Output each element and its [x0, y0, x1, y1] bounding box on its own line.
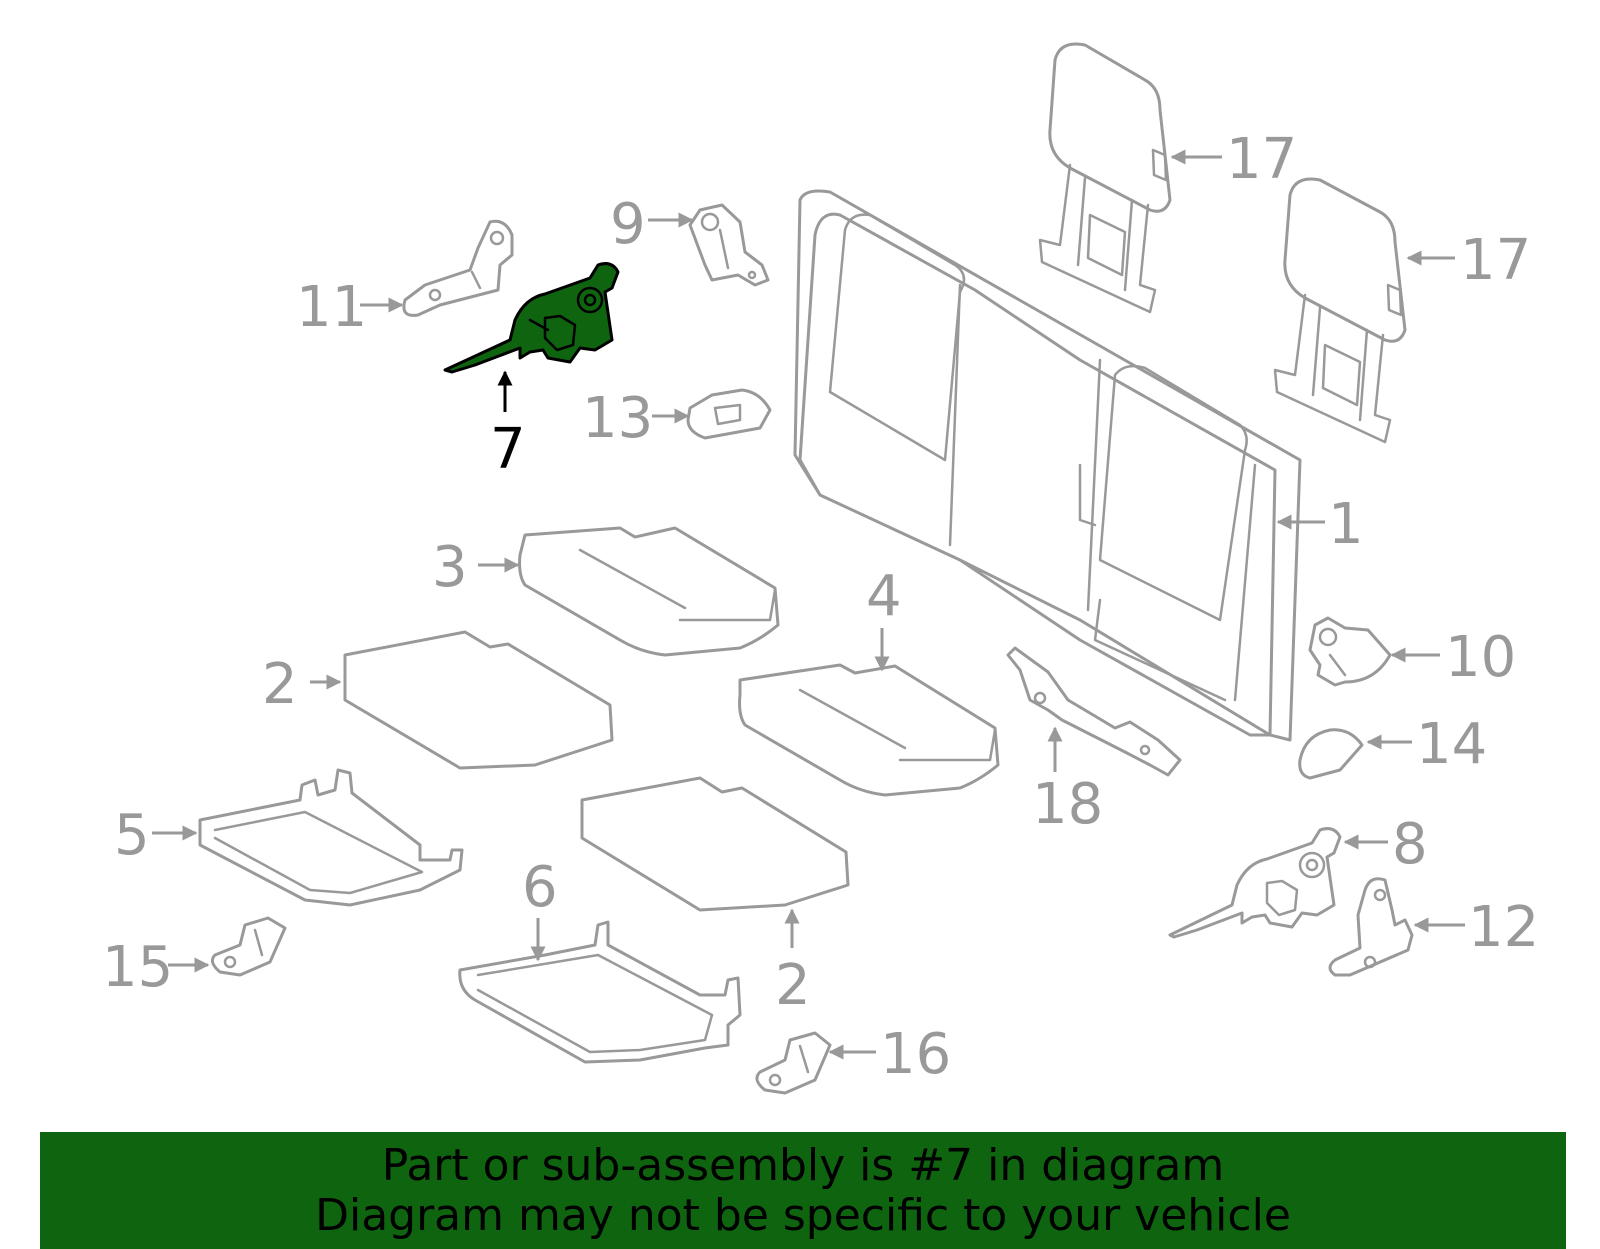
- part-13-clip[interactable]: [686, 388, 772, 440]
- part-3-cushion-pad[interactable]: [518, 526, 780, 657]
- part-4-cushion-pad[interactable]: [738, 663, 1000, 797]
- info-banner: Part or sub-assembly is #7 in diagram Di…: [40, 1132, 1566, 1249]
- part-18-rail[interactable]: [1006, 646, 1182, 777]
- callout-1[interactable]: 1: [1328, 492, 1364, 557]
- callout-2-bottom[interactable]: 2: [775, 953, 811, 1018]
- part-6-seat-frame[interactable]: [458, 920, 742, 1064]
- callout-14[interactable]: 14: [1416, 712, 1487, 777]
- callout-7[interactable]: 7: [490, 417, 526, 482]
- part-15-bracket[interactable]: [210, 916, 287, 977]
- part-14-cap[interactable]: [1298, 728, 1364, 780]
- part-5-seat-frame[interactable]: [198, 768, 464, 907]
- part-2-cushion-board-left[interactable]: [343, 630, 614, 770]
- callout-12[interactable]: 12: [1468, 895, 1539, 960]
- part-17-headrest-upper[interactable]: [1038, 42, 1172, 314]
- part-16-bracket[interactable]: [755, 1031, 832, 1095]
- part-8-seat-hinge[interactable]: [1168, 827, 1342, 939]
- callout-numbers: 1 2 2 3 4 5 6 7 8 9 10 11 12 13 14 15 16…: [102, 127, 1539, 1087]
- callout-9[interactable]: 9: [610, 192, 646, 257]
- callout-8[interactable]: 8: [1392, 812, 1428, 877]
- callout-17-lower[interactable]: 17: [1460, 228, 1531, 293]
- leader-lines: [152, 149, 1465, 1060]
- callout-17-upper[interactable]: 17: [1226, 127, 1297, 192]
- part-17-headrest-lower[interactable]: [1273, 177, 1407, 444]
- part-7-seat-hinge[interactable]: [443, 262, 620, 374]
- callout-11[interactable]: 11: [296, 275, 367, 340]
- part-12-bracket[interactable]: [1328, 877, 1414, 977]
- callout-15[interactable]: 15: [102, 935, 173, 1000]
- part-9-bracket[interactable]: [688, 203, 770, 287]
- part-11-bracket[interactable]: [402, 219, 514, 317]
- callout-6[interactable]: 6: [522, 855, 558, 920]
- banner-line-2: Diagram may not be specific to your vehi…: [315, 1189, 1291, 1241]
- callout-2-left[interactable]: 2: [262, 652, 298, 717]
- part-10-bracket[interactable]: [1308, 616, 1392, 687]
- part-2-cushion-board-right[interactable]: [580, 776, 850, 912]
- callout-13[interactable]: 13: [582, 386, 653, 451]
- callout-4[interactable]: 4: [866, 564, 902, 629]
- callout-3[interactable]: 3: [432, 535, 468, 600]
- callout-5[interactable]: 5: [114, 803, 150, 868]
- callout-16[interactable]: 16: [880, 1022, 951, 1087]
- callout-18[interactable]: 18: [1032, 772, 1103, 837]
- part-1-seat-back[interactable]: [793, 189, 1302, 742]
- callout-10[interactable]: 10: [1445, 625, 1516, 690]
- banner-line-1: Part or sub-assembly is #7 in diagram: [381, 1139, 1225, 1191]
